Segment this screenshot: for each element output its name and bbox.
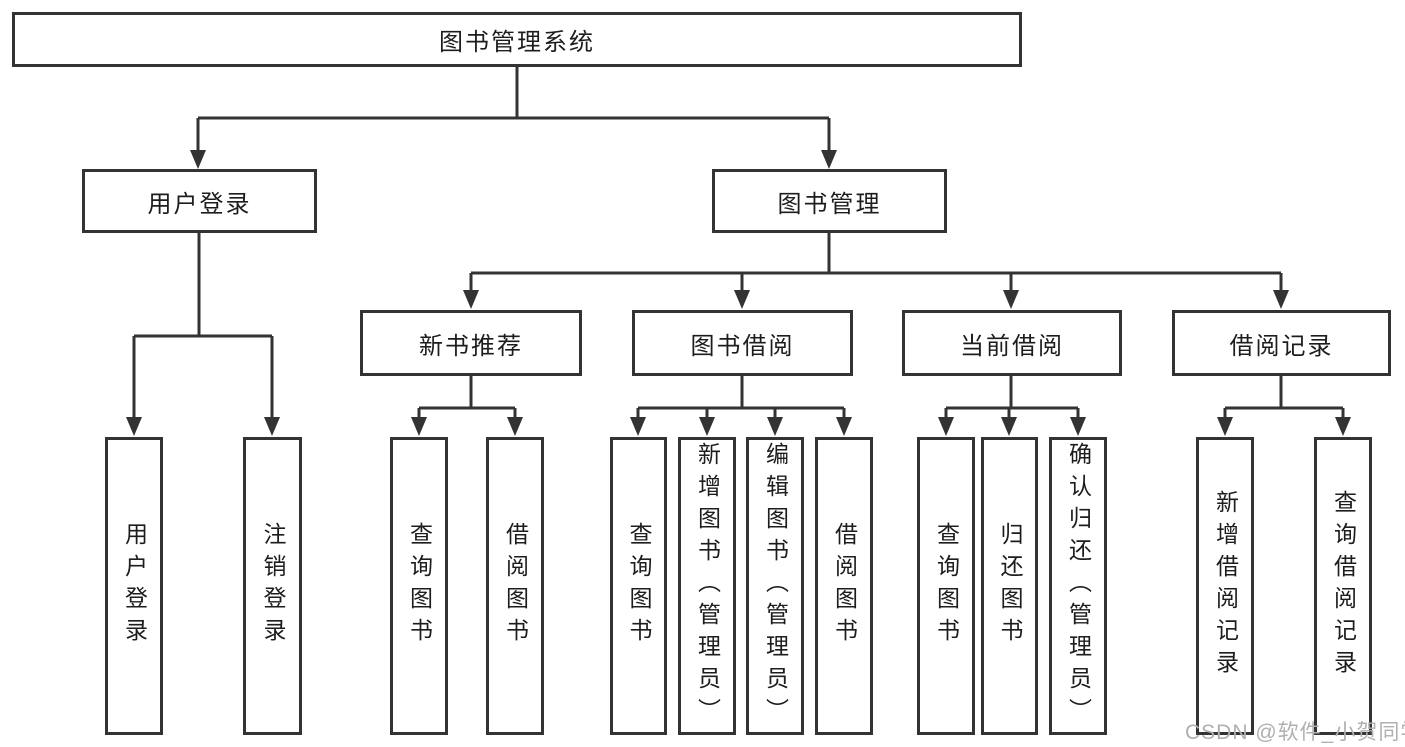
node-leaf-records-add-record: 新增借阅记录 xyxy=(1196,437,1254,735)
node-leaf-newbook-borrow-books: 借阅图书 xyxy=(486,437,544,735)
connector-records-to-leaves xyxy=(1217,376,1351,436)
node-leaf-records-add-record-label: 新增借阅记录 xyxy=(1212,490,1239,682)
node-leaf-borrowing-add-books-admin: 新增图书（管理员） xyxy=(678,437,736,735)
node-leaf-borrowing-borrow-books: 借阅图书 xyxy=(815,437,873,735)
node-leaf-user-login: 用户登录 xyxy=(105,437,163,735)
node-new-book-recommend: 新书推荐 xyxy=(360,310,582,376)
node-current-borrowing: 当前借阅 xyxy=(902,310,1122,376)
node-leaf-borrowing-edit-books-admin: 编辑图书（管理员） xyxy=(746,437,804,735)
connector-current-to-leaves xyxy=(938,376,1086,436)
connector-borrowing-to-leaves xyxy=(630,376,852,436)
connector-userlogin-to-leaves xyxy=(126,233,280,436)
node-book-borrowing: 图书借阅 xyxy=(632,310,853,376)
node-user-login-label: 用户登录 xyxy=(147,190,252,218)
node-leaf-user-login-label: 用户登录 xyxy=(121,522,148,650)
node-leaf-records-query-record-label: 查询借阅记录 xyxy=(1330,490,1357,682)
node-new-book-recommend-label: 新书推荐 xyxy=(419,332,523,360)
node-borrowing-records-label: 借阅记录 xyxy=(1229,332,1334,360)
node-leaf-records-query-record: 查询借阅记录 xyxy=(1314,437,1372,735)
node-leaf-borrowing-borrow-books-label: 借阅图书 xyxy=(831,522,858,650)
node-leaf-current-query-books-label: 查询图书 xyxy=(933,522,960,650)
node-leaf-logout-label: 注销登录 xyxy=(260,522,286,650)
node-leaf-current-confirm-return-admin-label: 确认归还（管理员） xyxy=(1065,442,1092,730)
node-library-system: 图书管理系统 xyxy=(12,12,1022,67)
connector-root-to-level2 xyxy=(190,64,837,169)
node-book-management: 图书管理 xyxy=(712,169,947,233)
node-leaf-current-return-books: 归还图书 xyxy=(981,437,1038,735)
node-book-management-label: 图书管理 xyxy=(777,190,882,218)
node-leaf-borrowing-add-books-admin-label: 新增图书（管理员） xyxy=(694,442,721,730)
node-leaf-logout: 注销登录 xyxy=(243,437,302,735)
node-leaf-borrowing-query-books-label: 查询图书 xyxy=(626,522,652,650)
node-user-login: 用户登录 xyxy=(82,169,317,233)
node-leaf-newbook-query-books-label: 查询图书 xyxy=(406,522,433,650)
node-library-system-label: 图书管理系统 xyxy=(439,29,595,56)
node-leaf-borrowing-edit-books-admin-label: 编辑图书（管理员） xyxy=(762,442,789,730)
node-leaf-current-confirm-return-admin: 确认归还（管理员） xyxy=(1049,437,1107,735)
node-book-borrowing-label: 图书借阅 xyxy=(690,332,795,360)
connector-bookmgmt-to-level3 xyxy=(463,233,1289,309)
node-leaf-borrowing-query-books: 查询图书 xyxy=(610,437,667,735)
connector-newbook-to-leaves xyxy=(411,376,523,436)
node-leaf-newbook-query-books: 查询图书 xyxy=(390,437,448,735)
node-leaf-current-return-books-label: 归还图书 xyxy=(997,522,1023,650)
node-borrowing-records: 借阅记录 xyxy=(1172,310,1391,376)
node-leaf-newbook-borrow-books-label: 借阅图书 xyxy=(502,522,529,650)
node-leaf-current-query-books: 查询图书 xyxy=(917,437,975,735)
csdn-watermark: CSDN @软件_小贺同学 xyxy=(1185,721,1405,744)
node-current-borrowing-label: 当前借阅 xyxy=(960,332,1064,360)
